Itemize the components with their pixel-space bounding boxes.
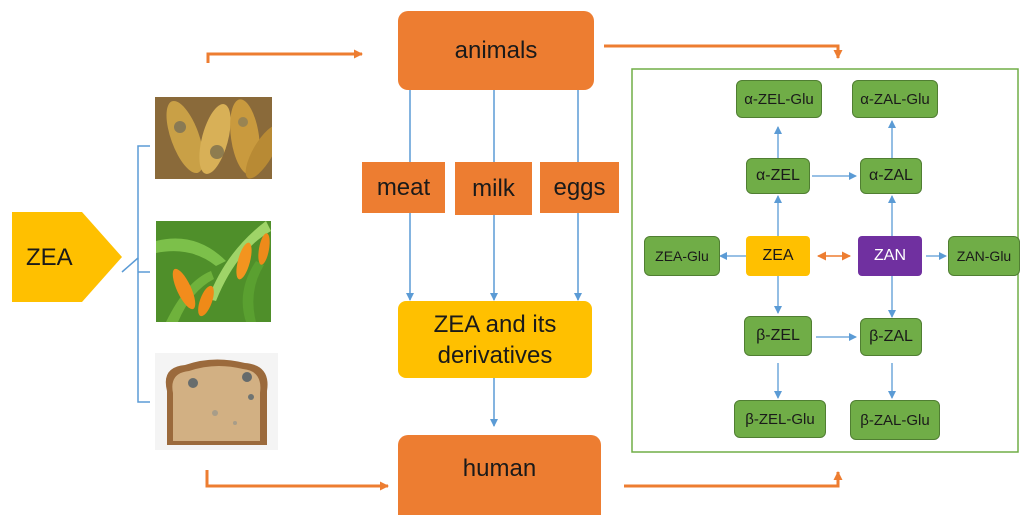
flow-arrow-to-human — [205, 470, 389, 491]
derivatives-label-line2: derivatives — [437, 341, 553, 369]
meat-label: meat — [376, 173, 431, 201]
derivatives-label-line1: ZEA and its — [433, 310, 557, 338]
beta-zel-node: β-ZEL — [744, 316, 812, 356]
corn-cobs-image — [155, 97, 272, 179]
zan-node: ZAN — [858, 236, 922, 276]
flow-arrow-animals-to-metabolism — [604, 44, 843, 59]
corn-plants-image — [156, 221, 271, 322]
source-brace — [121, 145, 150, 403]
beta-zel-glu-node: β-ZEL-Glu — [734, 400, 826, 438]
flow-arrow-human-to-metabolism — [624, 471, 843, 488]
moldy-bread-image — [155, 353, 278, 450]
human-node: human — [398, 435, 601, 515]
eggs-node: eggs — [540, 162, 619, 213]
animals-label: animals — [454, 36, 538, 64]
beta-zel-label: β-ZEL — [756, 327, 800, 344]
alpha-zel-glu-label: α-ZEL-Glu — [744, 90, 814, 108]
alpha-zel-node: α-ZEL — [746, 158, 810, 194]
alpha-zal-glu-label: α-ZAL-Glu — [860, 90, 930, 108]
alpha-zal-node: α-ZAL — [860, 158, 922, 194]
flow-arrow-to-animals — [206, 49, 363, 63]
alpha-zal-glu-node: α-ZAL-Glu — [852, 80, 938, 118]
human-label: human — [462, 455, 537, 482]
eggs-label: eggs — [553, 173, 606, 201]
beta-zal-node: β-ZAL — [860, 318, 922, 356]
zan-glu-label: ZAN-Glu — [956, 248, 1012, 264]
zea-metabolite-node: ZEA — [746, 236, 810, 276]
alpha-zel-glu-node: α-ZEL-Glu — [736, 80, 822, 118]
zea-source-node: ZEA — [12, 212, 122, 302]
zea-source-label: ZEA — [26, 244, 73, 271]
beta-zel-glu-label: β-ZEL-Glu — [745, 410, 815, 428]
beta-zal-label: β-ZAL — [869, 328, 913, 345]
milk-node: milk — [455, 162, 532, 215]
zea-glu-label: ZEA-Glu — [655, 248, 709, 264]
alpha-zal-label: α-ZAL — [869, 167, 913, 184]
meat-node: meat — [362, 162, 445, 213]
zea-metabolite-label: ZEA — [762, 247, 794, 264]
alpha-zel-label: α-ZEL — [756, 167, 800, 184]
zea-glu-node: ZEA-Glu — [644, 236, 720, 276]
beta-zal-glu-label: β-ZAL-Glu — [860, 411, 930, 429]
derivatives-node: ZEA and its derivatives — [398, 301, 592, 378]
beta-zal-glu-node: β-ZAL-Glu — [850, 400, 940, 440]
milk-label: milk — [472, 174, 515, 202]
animals-node: animals — [398, 11, 594, 90]
zan-label: ZAN — [874, 247, 906, 264]
zan-glu-node: ZAN-Glu — [948, 236, 1020, 276]
